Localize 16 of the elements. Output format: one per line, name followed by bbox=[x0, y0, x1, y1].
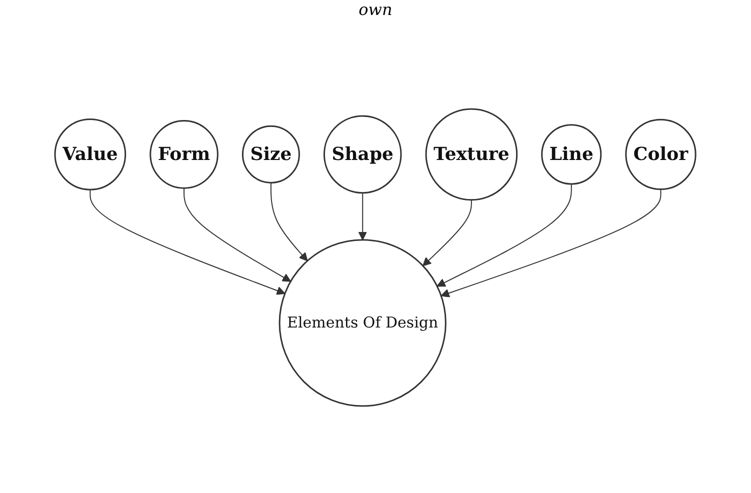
node-circle: Line bbox=[541, 124, 602, 185]
node-circle: Color bbox=[625, 118, 697, 190]
arrow bbox=[358, 192, 368, 240]
node-circle: Value bbox=[54, 118, 126, 190]
node-circle: Elements Of Design bbox=[278, 239, 447, 407]
arrow bbox=[422, 199, 472, 266]
node-circle: Texture bbox=[425, 108, 518, 201]
arrow bbox=[440, 188, 662, 298]
arrow bbox=[90, 189, 286, 295]
arrow bbox=[270, 182, 308, 262]
arrow bbox=[184, 188, 292, 282]
note-text: own bbox=[358, 0, 392, 19]
node-circle: Size bbox=[242, 125, 300, 184]
node-circle: Shape bbox=[324, 115, 402, 194]
arrow bbox=[436, 183, 572, 287]
node-circle: Form bbox=[150, 120, 219, 189]
